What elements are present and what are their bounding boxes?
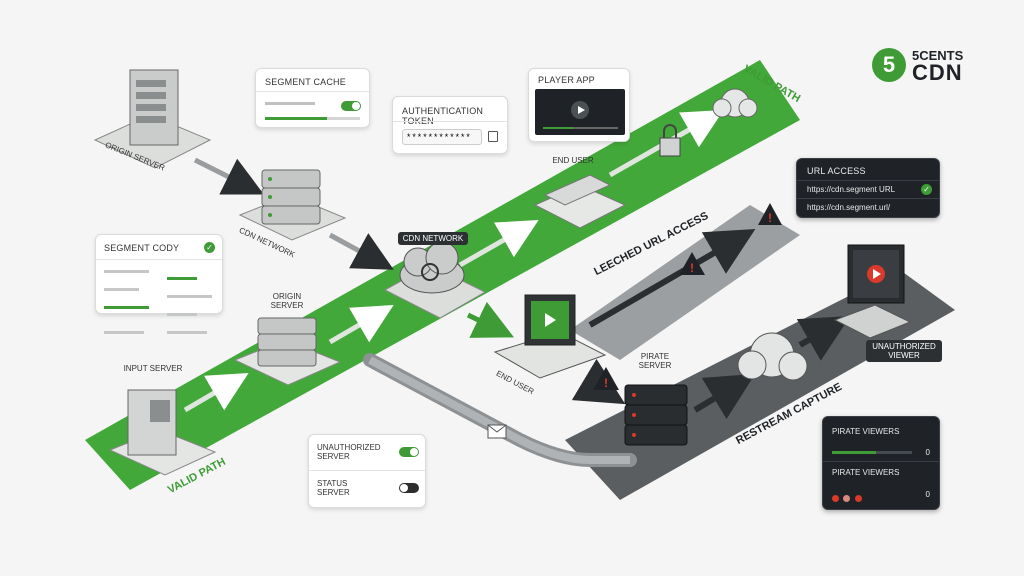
alert-icon-2: !	[679, 252, 705, 275]
origin-server-mid	[233, 317, 342, 386]
arrow-cdn-to-cdn-network	[328, 232, 394, 270]
status-server-toggle[interactable]	[399, 483, 419, 493]
unauthorized-viewer-monitor	[833, 244, 912, 339]
arrow-origin-to-cdn	[193, 157, 264, 195]
arrow-input-to-origin	[183, 372, 249, 413]
pirate-viewers-card: PIRATE VIEWERS 0 PIRATE VIEWERS 0	[822, 416, 940, 510]
pirate-viewers-title-1: PIRATE VIEWERS	[832, 427, 900, 436]
url-access-title: URL ACCESS	[807, 166, 866, 176]
auth-token-field[interactable]: ************	[402, 129, 482, 145]
svg-text:!: !	[604, 376, 608, 390]
cdn-network-main	[383, 241, 487, 319]
destination-cloud	[712, 88, 758, 118]
segment-copy-title: SEGMENT CODY	[104, 243, 180, 253]
end-user-laptop	[493, 294, 607, 379]
origin-server-mid-label: ORIGIN SERVER	[270, 292, 304, 310]
auth-token-card: AUTHENTICATION TOKEN ************	[392, 96, 508, 154]
restream-cloud	[737, 332, 808, 381]
unauthorized-server-toggle[interactable]	[399, 447, 419, 457]
url-access-card: URL ACCESS https://cdn.segment URL ✓ htt…	[796, 158, 940, 218]
alert-icon-1: !	[758, 203, 782, 225]
segment-copy-card: SEGMENT CODY ✓	[95, 234, 223, 334]
unauthorized-viewer-label: UNAUTHORIZED VIEWER	[866, 340, 942, 362]
check-icon: ✓	[204, 242, 215, 253]
pirate-viewers-value-2: 0	[925, 490, 930, 499]
input-server-label: INPUT SERVER	[123, 364, 183, 373]
arrow-cdn-to-laptop	[466, 301, 514, 338]
brand-line1: 5CENTS	[912, 48, 964, 63]
input-server	[108, 389, 217, 476]
segment-copy-lines	[104, 267, 216, 339]
cdn-network-small-server	[238, 169, 347, 241]
viewers-group-icon	[832, 489, 862, 502]
url-valid-check-icon: ✓	[921, 184, 932, 195]
pirate-server-label: PIRATE SERVER	[638, 352, 672, 370]
end-user-device	[533, 124, 681, 229]
player-app-card: PLAYER APP	[528, 68, 630, 142]
segment-cache-toggle[interactable]	[341, 101, 361, 111]
origin-server-top	[93, 69, 212, 169]
url-access-row-1[interactable]: https://cdn.segment URL	[807, 185, 896, 194]
player-progress[interactable]	[543, 127, 618, 129]
pirate-viewers-value-1: 0	[925, 448, 930, 457]
player-app-title: PLAYER APP	[538, 75, 595, 85]
segment-cache-card: SEGMENT CACHE	[255, 68, 370, 128]
unauthorized-server-label: UNAUTHORIZED SERVER	[317, 443, 381, 461]
player-video[interactable]	[535, 89, 625, 135]
brand-logo: 5 5CENTS CDN	[872, 48, 992, 88]
svg-text:!: !	[690, 261, 694, 275]
arrow-cdn-to-enduser	[458, 220, 539, 268]
url-access-row-2[interactable]: https://cdn.segment.url/	[807, 203, 891, 212]
copy-icon[interactable]	[488, 131, 498, 142]
auth-token-title: AUTHENTICATION TOKEN	[402, 106, 484, 126]
brand-number-badge: 5	[872, 48, 906, 82]
status-server-label: STATUS SERVER	[317, 479, 350, 497]
brand-line2: CDN	[912, 60, 963, 85]
cdn-network-main-label: CDN NETWORK	[398, 232, 468, 245]
arrow-origin-to-cdn-main	[328, 304, 394, 345]
svg-text:!: !	[768, 211, 772, 225]
end-user-top-label: END USER	[552, 156, 594, 165]
pirate-viewers-bar	[832, 451, 912, 454]
padlock-icon	[659, 137, 681, 157]
segment-cache-title: SEGMENT CACHE	[265, 77, 346, 87]
pirate-viewers-title-2: PIRATE VIEWERS	[832, 468, 900, 477]
arrow-leeched	[588, 228, 756, 328]
segment-cache-progress	[265, 117, 360, 120]
alert-icon-3: !	[593, 367, 619, 390]
server-status-card: UNAUTHORIZED SERVER STATUS SERVER	[308, 434, 426, 508]
pirate-server	[624, 384, 688, 446]
arrow-pirate-to-cloud	[693, 373, 756, 420]
arrow-cloud-to-viewer	[796, 316, 851, 361]
segment-cache-bar	[265, 102, 315, 105]
